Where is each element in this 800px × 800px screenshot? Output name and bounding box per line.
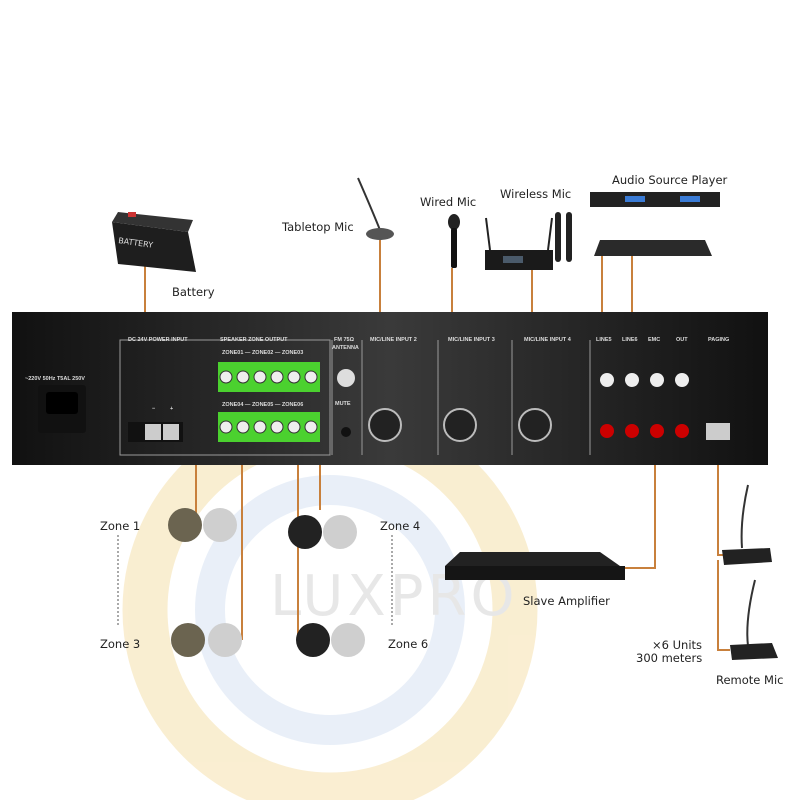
antenna-label: ANTENNA xyxy=(332,345,359,351)
wireless-mic-device xyxy=(485,212,572,270)
line6-label: LINE6 xyxy=(622,337,638,343)
ac-input-label: ~220V 50Hz T5AL 250V xyxy=(25,376,85,382)
out-label: OUT xyxy=(676,337,688,343)
speaker-terminals-bottom[interactable] xyxy=(218,412,320,442)
terminal-screw[interactable] xyxy=(270,370,284,384)
input3-label: MIC/LINE INPUT 3 xyxy=(448,337,495,343)
wireless-mic-label: Wireless Mic xyxy=(500,187,571,201)
audio-source-player-device xyxy=(590,192,720,256)
mute-jack[interactable] xyxy=(341,427,351,437)
zones-bottom-label: ZONE04 — ZONE05 — ZONE06 xyxy=(222,402,303,408)
speaker-output-label: SPEAKER ZONE OUTPUT xyxy=(220,337,288,343)
audio-source-player-label: Audio Source Player xyxy=(612,173,728,187)
fm-antenna-jack[interactable] xyxy=(337,369,355,387)
speaker-terminals-top[interactable] xyxy=(218,362,320,392)
wired-mic-label: Wired Mic xyxy=(420,195,476,209)
battery-label: Battery xyxy=(172,285,215,299)
zone-3-label: Zone 3 xyxy=(100,637,140,651)
emc-label: EMC xyxy=(648,337,660,343)
terminal-screw[interactable] xyxy=(304,420,318,434)
input2-label: MIC/LINE INPUT 2 xyxy=(370,337,417,343)
xlr-input-4[interactable] xyxy=(518,408,552,442)
line5-label: LINE5 xyxy=(596,337,612,343)
rca-jacks[interactable] xyxy=(600,373,689,438)
xlr-input-3[interactable] xyxy=(443,408,477,442)
tabletop-mic-device xyxy=(357,177,394,240)
minus-label: − xyxy=(152,406,155,412)
battery-device: BATTERY xyxy=(112,212,196,272)
paging-rj45-port[interactable] xyxy=(706,423,730,440)
wired-mic-device xyxy=(448,214,460,268)
zone-6-label: Zone 6 xyxy=(388,637,428,651)
remote-mic-units: ×6 Units xyxy=(652,638,702,652)
terminal-screw[interactable] xyxy=(304,370,318,384)
slave-amplifier-device xyxy=(445,552,625,580)
plus-label: + xyxy=(170,406,173,412)
zone-1-label: Zone 1 xyxy=(100,519,140,533)
terminal-screw[interactable] xyxy=(253,370,267,384)
terminal-screw[interactable] xyxy=(236,420,250,434)
terminal-screw[interactable] xyxy=(236,370,250,384)
terminal-screw[interactable] xyxy=(270,420,284,434)
mute-label: MUTE xyxy=(335,401,351,407)
speakers xyxy=(168,508,365,657)
slave-amplifier-label: Slave Amplifier xyxy=(523,594,610,608)
remote-mic-label: Remote Mic xyxy=(716,673,783,687)
zones-top-label: ZONE01 — ZONE02 — ZONE03 xyxy=(222,350,303,356)
terminal-screw[interactable] xyxy=(219,370,233,384)
input4-label: MIC/LINE INPUT 4 xyxy=(524,337,572,343)
terminal-screw[interactable] xyxy=(287,420,301,434)
fm-label: FM 75Ω xyxy=(334,337,355,343)
tabletop-mic-label: Tabletop Mic xyxy=(281,220,354,234)
dc-input-label: DC 24V POWER INPUT xyxy=(128,337,188,343)
remote-mic-distance: 300 meters xyxy=(636,651,702,665)
terminal-screw[interactable] xyxy=(253,420,267,434)
terminal-screw[interactable] xyxy=(219,420,233,434)
terminal-screw[interactable] xyxy=(287,370,301,384)
zone-4-label: Zone 4 xyxy=(380,519,420,533)
watermark-logo: LUXPRO xyxy=(122,402,538,800)
mixer-amplifier-rear-panel: ~220V 50Hz T5AL 250V DC 24V POWER INPUT … xyxy=(12,312,768,465)
xlr-input-2[interactable] xyxy=(368,408,402,442)
remote-mic-devices xyxy=(722,484,778,660)
paging-label: PAGING xyxy=(708,337,729,343)
